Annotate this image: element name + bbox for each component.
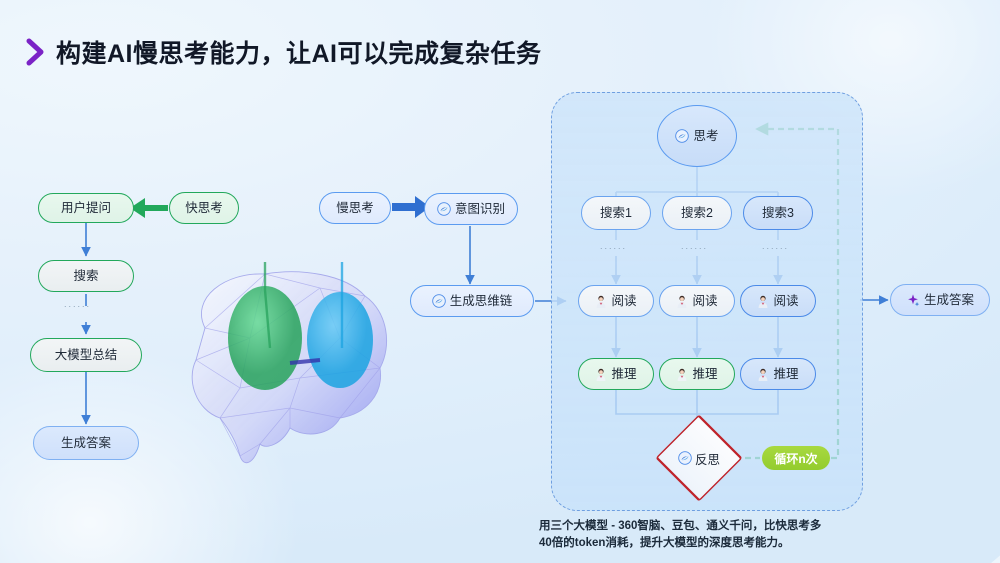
ellipsis-left: ...... [64, 299, 92, 309]
person-avatar-icon [678, 295, 687, 308]
node-label: 推理 [611, 366, 637, 381]
node-label: 快思考 [185, 200, 223, 215]
node-label-wrap: 反思 [655, 430, 743, 486]
caption-line-2: 40倍的token消耗，提升大模型的深度思考能力。 [539, 536, 790, 549]
sparkle-icon [908, 294, 920, 307]
node-reason-2[interactable]: 推理 [659, 358, 735, 390]
node-label: 生成答案 [60, 435, 111, 450]
loop-count-label: 循环n次 [774, 451, 818, 466]
node-reason-3[interactable]: 推理 [740, 358, 816, 390]
node-intent-recognition[interactable]: 意图识别 [424, 193, 518, 225]
page-title-text: 构建AI慢思考能力，让AI可以完成复杂任务 [56, 40, 542, 68]
caption-line-1: 用三个大模型 - 360智脑、豆包、通义千问，比快思考多 [539, 520, 822, 532]
node-label: 思考 [693, 128, 719, 143]
node-search-3[interactable]: 搜索3 [743, 196, 813, 230]
page-title: 构建AI慢思考能力，让AI可以完成复杂任务 [26, 34, 542, 70]
node-reason-1[interactable]: 推理 [578, 358, 654, 390]
brand-logo-icon [431, 294, 446, 308]
ellipsis-branch-1: ...... [600, 241, 628, 251]
node-label: 意图识别 [454, 201, 505, 216]
node-label: 搜索1 [600, 205, 632, 220]
node-label: 搜索2 [681, 205, 713, 220]
node-label: 反思 [694, 452, 720, 467]
person-avatar-icon [759, 295, 768, 308]
node-search-2[interactable]: 搜索2 [662, 196, 732, 230]
node-model-summary[interactable]: 大模型总结 [30, 338, 142, 372]
node-search-1[interactable]: 搜索1 [581, 196, 651, 230]
brand-logo-icon [437, 202, 451, 216]
node-generate-answer-final[interactable]: 生成答案 [890, 284, 990, 316]
node-think-root[interactable]: 思考 [657, 105, 737, 167]
node-generate-answer-left[interactable]: 生成答案 [33, 426, 139, 460]
node-reflect[interactable]: 反思 [655, 414, 743, 502]
node-generate-chain-of-thought[interactable]: 生成思维链 [410, 285, 534, 317]
node-slow-thinking[interactable]: 慢思考 [319, 192, 391, 224]
node-label: 搜索3 [762, 205, 794, 220]
node-read-3[interactable]: 阅读 [740, 285, 816, 317]
person-avatar-icon [759, 368, 768, 381]
ellipsis-branch-2: ...... [681, 241, 709, 251]
person-avatar-icon [597, 368, 606, 381]
node-label: 阅读 [692, 293, 718, 308]
node-fast-thinking[interactable]: 快思考 [169, 192, 239, 224]
node-label: 推理 [692, 366, 718, 381]
loop-count-badge: 循环n次 [762, 446, 830, 470]
node-label: 阅读 [611, 293, 637, 308]
node-label: 推理 [773, 366, 799, 381]
brand-logo-icon [675, 129, 690, 143]
node-label: 慢思考 [336, 200, 374, 215]
caption: 用三个大模型 - 360智脑、豆包、通义千问，比快思考多 40倍的token消耗… [539, 518, 969, 551]
node-label: 大模型总结 [54, 347, 118, 362]
chevron-right-icon [26, 38, 44, 66]
node-label: 生成答案 [923, 292, 974, 307]
node-search[interactable]: 搜索 [38, 260, 134, 292]
node-user-question[interactable]: 用户提问 [38, 193, 134, 223]
person-avatar-icon [678, 368, 687, 381]
node-read-1[interactable]: 阅读 [578, 285, 654, 317]
person-avatar-icon [597, 295, 606, 308]
ellipsis-branch-3: ...... [762, 241, 790, 251]
node-label: 用户提问 [60, 200, 111, 215]
node-read-2[interactable]: 阅读 [659, 285, 735, 317]
node-label: 生成思维链 [449, 293, 513, 308]
node-label: 阅读 [773, 293, 799, 308]
brand-logo-icon [678, 451, 692, 465]
node-label: 搜索 [73, 268, 99, 283]
